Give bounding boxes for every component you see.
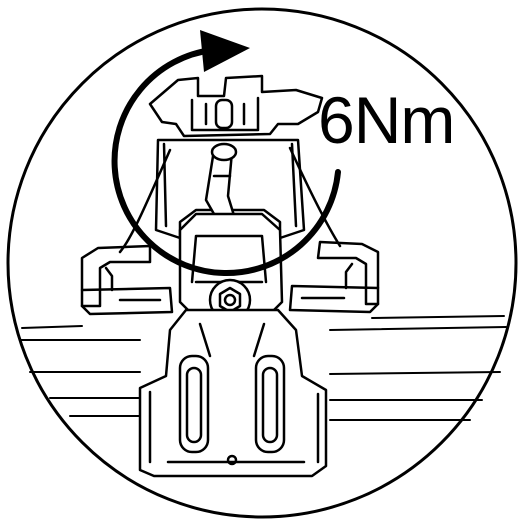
central-body (178, 212, 284, 320)
left-bracket (80, 244, 174, 316)
rotation-arrow (111, 30, 341, 277)
lower-clamp-block (138, 308, 328, 478)
torque-value-label: 6Nm (318, 83, 455, 157)
rail-clamp-profile (148, 74, 324, 138)
right-bracket (288, 240, 380, 314)
roof-rail-lines (19, 315, 507, 421)
upper-housing (118, 138, 342, 254)
